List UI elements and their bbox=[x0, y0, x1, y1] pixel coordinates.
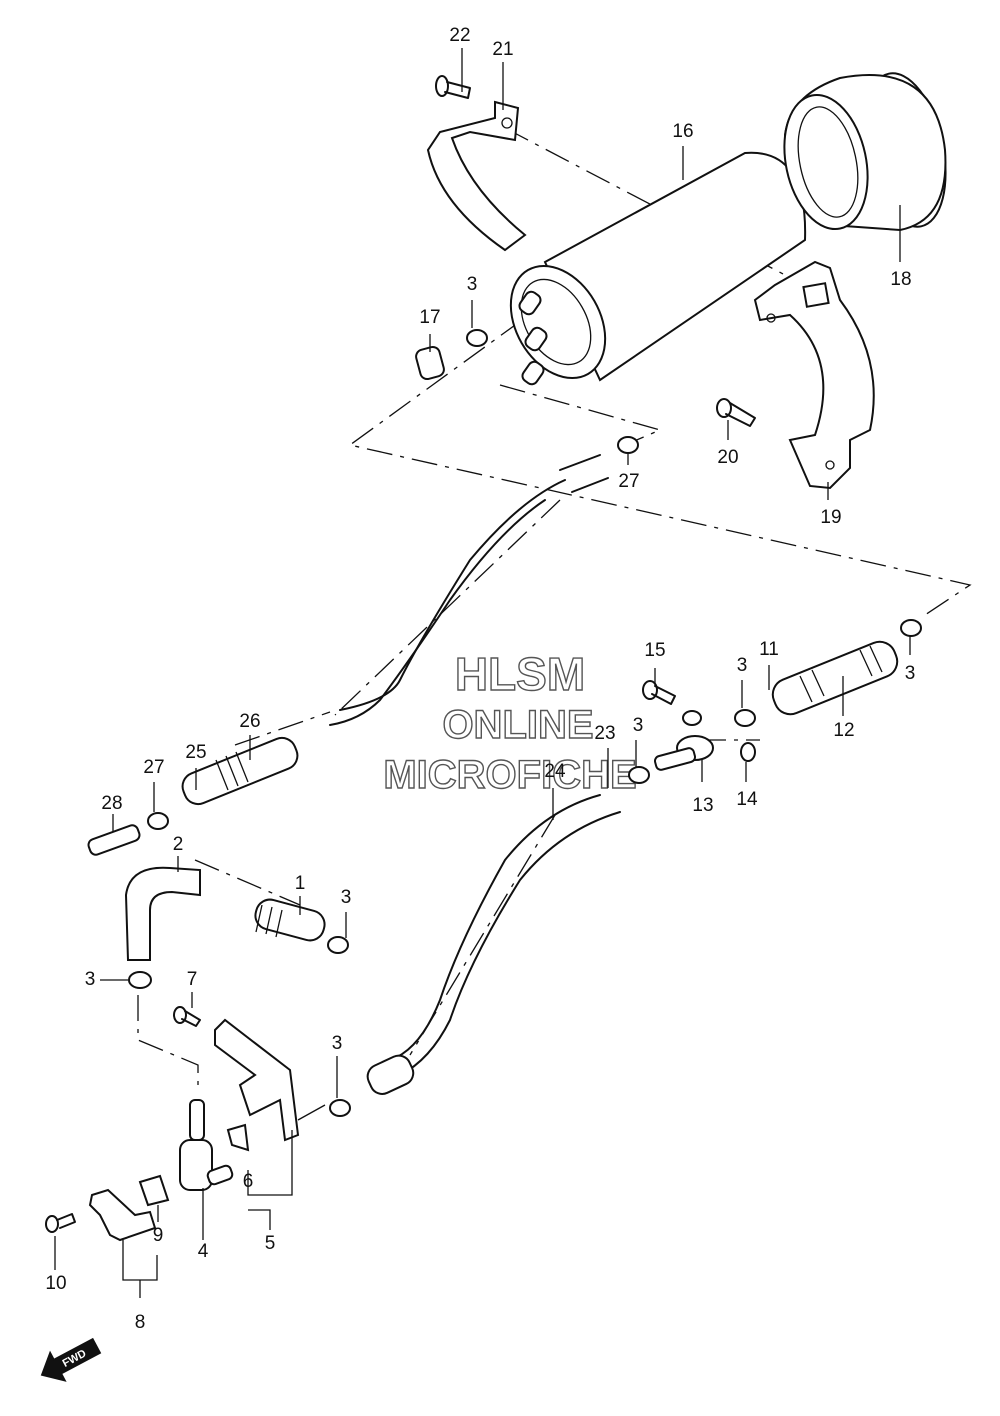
fwd-arrow-icon: FWD bbox=[40, 1337, 102, 1382]
bracket-part-21 bbox=[426, 100, 527, 252]
cap-part-17 bbox=[415, 345, 445, 381]
canister-part-16 bbox=[509, 151, 807, 386]
callout-25: 25 bbox=[185, 742, 206, 763]
callout-3-e: 3 bbox=[341, 887, 352, 908]
watermark: HLSM ONLINE MICROFICHE bbox=[383, 647, 638, 797]
callout-5: 5 bbox=[265, 1233, 276, 1254]
callout-14: 14 bbox=[736, 789, 758, 810]
callout-23: 23 bbox=[594, 723, 615, 744]
callout-3-d: 3 bbox=[633, 715, 644, 736]
callout-3-b: 3 bbox=[737, 655, 748, 676]
clip-part-6 bbox=[226, 1123, 250, 1152]
bolt-part-20 bbox=[716, 398, 756, 427]
hose-part-2 bbox=[124, 866, 201, 961]
hose-part-26 bbox=[329, 454, 609, 726]
callout-19: 19 bbox=[820, 507, 841, 528]
clip-part-9 bbox=[138, 1174, 170, 1207]
nipple-part-28 bbox=[87, 824, 141, 856]
band-part-18 bbox=[783, 72, 947, 232]
callout-8: 8 bbox=[135, 1312, 146, 1333]
bracket-part-19 bbox=[753, 260, 875, 490]
bolt-part-10 bbox=[45, 1213, 76, 1233]
callouts: 22 21 16 18 3 17 20 27 19 15 11 3 3 12 3… bbox=[45, 25, 915, 1333]
callout-1: 1 bbox=[295, 873, 306, 894]
hose-part-24 bbox=[366, 794, 621, 1095]
bracket-part-5 bbox=[214, 1018, 300, 1142]
watermark-line3: MICROFICHE bbox=[383, 753, 636, 797]
watermark-line2: ONLINE bbox=[442, 703, 593, 747]
callout-9: 9 bbox=[153, 1225, 164, 1246]
clamp-part-8 bbox=[88, 1188, 157, 1242]
callout-3-g: 3 bbox=[332, 1033, 343, 1054]
fitting-part-4 bbox=[179, 1099, 234, 1191]
callout-21: 21 bbox=[492, 39, 513, 60]
valve-part-13 bbox=[653, 710, 714, 771]
hose-part-1 bbox=[254, 898, 326, 942]
callout-18: 18 bbox=[890, 269, 911, 290]
callout-27-a: 27 bbox=[618, 471, 639, 492]
callout-24: 24 bbox=[544, 761, 566, 782]
callout-28: 28 bbox=[101, 793, 122, 814]
callout-15: 15 bbox=[644, 640, 665, 661]
callout-12: 12 bbox=[833, 720, 854, 741]
callout-27-b: 27 bbox=[143, 757, 164, 778]
callout-2: 2 bbox=[173, 834, 184, 855]
callout-20: 20 bbox=[717, 447, 738, 468]
callout-17: 17 bbox=[419, 307, 440, 328]
callout-3-f: 3 bbox=[85, 969, 96, 990]
watermark-line1: HLSM bbox=[455, 648, 585, 700]
callout-22: 22 bbox=[449, 25, 470, 46]
callout-13: 13 bbox=[692, 795, 713, 816]
callout-6: 6 bbox=[243, 1171, 254, 1192]
callout-16: 16 bbox=[672, 121, 693, 142]
callout-10: 10 bbox=[45, 1273, 66, 1294]
hose-part-12 bbox=[771, 640, 899, 716]
screw-part-7 bbox=[173, 1006, 201, 1027]
washer-part-14 bbox=[740, 742, 756, 762]
bolt-part-15 bbox=[642, 680, 676, 705]
leader-lines bbox=[54, 48, 911, 1298]
bolt-part-22 bbox=[435, 75, 471, 99]
hose-part-25 bbox=[181, 736, 299, 806]
callout-7: 7 bbox=[187, 969, 198, 990]
clamps bbox=[128, 329, 922, 1117]
callout-11: 11 bbox=[759, 639, 779, 660]
callout-4: 4 bbox=[198, 1241, 209, 1262]
callout-26: 26 bbox=[239, 711, 260, 732]
callout-3-a: 3 bbox=[467, 274, 478, 295]
callout-3-c: 3 bbox=[905, 663, 916, 684]
